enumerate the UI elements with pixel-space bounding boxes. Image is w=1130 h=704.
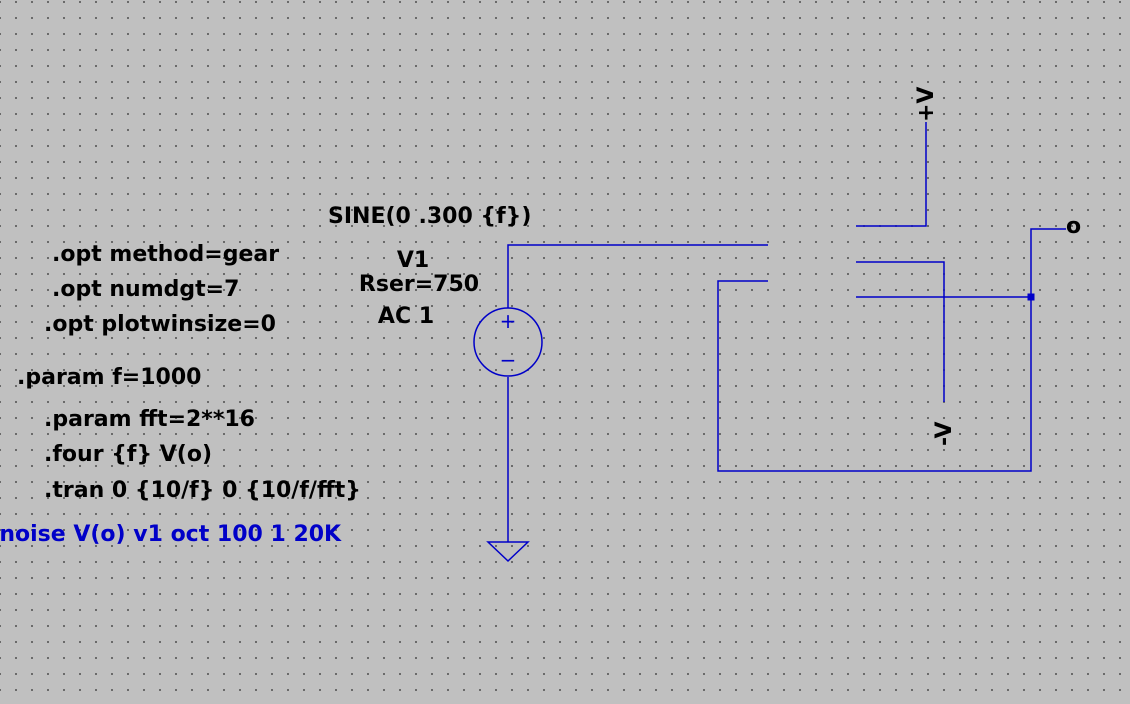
net-label-output[interactable]: o xyxy=(1066,214,1082,239)
directive-opt-plotwinsize[interactable]: .opt plotwinsize=0 xyxy=(44,312,276,337)
source-ac[interactable]: AC 1 xyxy=(377,304,435,329)
directive-param-f[interactable]: .param f=1000 xyxy=(17,365,202,390)
directive-param-fft[interactable]: .param fft=2**16 xyxy=(44,407,255,432)
directive-tran[interactable]: .tran 0 {10/f} 0 {10/f/fft} xyxy=(44,478,361,503)
ground-symbol[interactable] xyxy=(486,541,530,563)
wire-output-label[interactable] xyxy=(1030,228,1066,297)
wire-positive-supply[interactable] xyxy=(856,122,927,227)
source-name[interactable]: V1 xyxy=(396,248,430,273)
net-label-positive-supply[interactable]: +V xyxy=(914,86,939,122)
output-junction-dot xyxy=(1027,293,1035,301)
wire-negative-supply[interactable] xyxy=(856,261,945,402)
net-label-negative-supply[interactable]: -V xyxy=(932,421,957,446)
wire-feedback-loop[interactable] xyxy=(717,280,1032,472)
wire-source-to-input[interactable] xyxy=(507,244,768,308)
source-minus-sign: − xyxy=(499,348,517,372)
voltage-source-v1[interactable] xyxy=(473,307,543,377)
source-value[interactable]: SINE(0 .300 {f}) xyxy=(328,204,532,229)
source-rser[interactable]: Rser=750 xyxy=(358,272,480,297)
source-plus-sign: + xyxy=(499,309,517,333)
directive-four[interactable]: .four {f} V(o) xyxy=(44,442,213,467)
directive-opt-numdgt[interactable]: .opt numdgt=7 xyxy=(52,277,240,302)
directive-noise-comment[interactable]: .noise V(o) v1 oct 100 1 20K xyxy=(0,522,342,547)
directive-opt-method[interactable]: .opt method=gear xyxy=(52,242,280,267)
